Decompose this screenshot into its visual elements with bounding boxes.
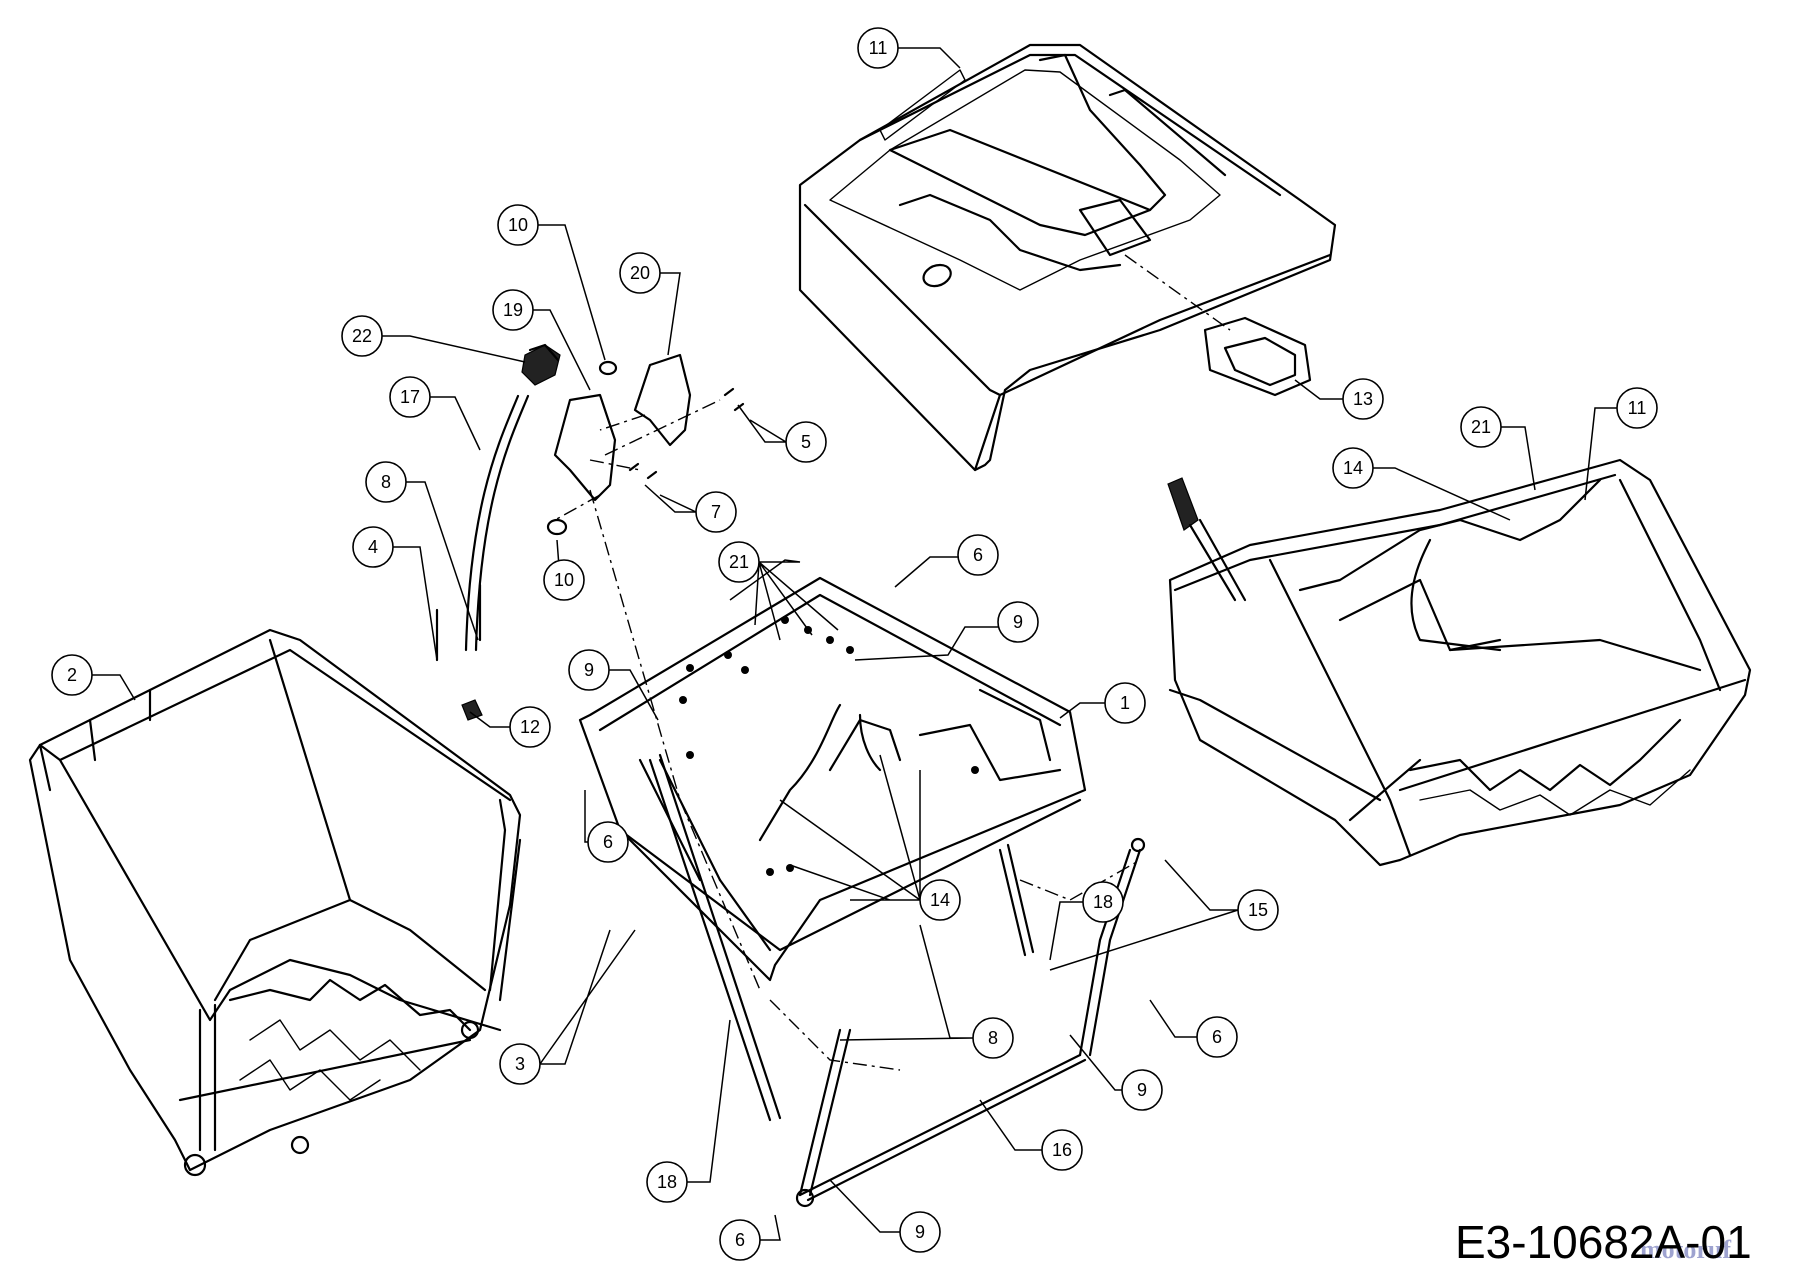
callout-8-lower: 8: [972, 1017, 1014, 1059]
callout-16: 16: [1041, 1129, 1083, 1171]
callout-7: 7: [695, 491, 737, 533]
callout-9-left: 9: [568, 649, 610, 691]
svg-text:21: 21: [1471, 417, 1491, 437]
svg-text:5: 5: [801, 432, 811, 452]
callout-3: 3: [499, 1043, 541, 1085]
callout-6-mid: 6: [587, 821, 629, 863]
svg-text:4: 4: [368, 537, 378, 557]
watermark-text: motoruf: [1640, 1235, 1731, 1264]
callout-9-right: 9: [997, 601, 1039, 643]
callout-8-upper: 8: [365, 461, 407, 503]
callout-10-lower: 10: [543, 559, 585, 601]
handle-tubes: [648, 753, 1146, 1208]
svg-text:18: 18: [1093, 892, 1113, 912]
callout-9-lower: 9: [1121, 1069, 1163, 1111]
svg-text:6: 6: [603, 832, 613, 852]
callout-14-right: 14: [1332, 447, 1374, 489]
svg-text:9: 9: [915, 1222, 925, 1242]
svg-text:9: 9: [1137, 1080, 1147, 1100]
svg-text:3: 3: [515, 1054, 525, 1074]
small-parts-group: [435, 343, 745, 721]
svg-text:7: 7: [711, 502, 721, 522]
svg-text:6: 6: [1212, 1027, 1222, 1047]
svg-text:17: 17: [400, 387, 420, 407]
svg-text:6: 6: [735, 1230, 745, 1250]
svg-text:21: 21: [729, 552, 749, 572]
callout-14-frame: 14: [919, 879, 961, 921]
svg-text:20: 20: [630, 263, 650, 283]
callout-5: 5: [785, 421, 827, 463]
callout-1: 1: [1104, 682, 1146, 724]
handle-insert: [1124, 254, 1312, 397]
callout-11-right: 11: [1616, 387, 1658, 429]
callout-19: 19: [492, 289, 534, 331]
svg-text:8: 8: [381, 472, 391, 492]
bag-frame: [578, 489, 1141, 1071]
callout-4: 4: [352, 526, 394, 568]
callout-11-lid: 11: [857, 27, 899, 69]
callout-20: 20: [619, 252, 661, 294]
callout-13: 13: [1342, 378, 1384, 420]
svg-text:9: 9: [584, 660, 594, 680]
callout-17: 17: [389, 376, 431, 418]
callout-15: 15: [1237, 889, 1279, 931]
grass-bag-fabric: [28, 628, 522, 1177]
svg-text:13: 13: [1353, 389, 1373, 409]
svg-text:10: 10: [554, 570, 574, 590]
svg-text:14: 14: [1343, 458, 1363, 478]
svg-text:8: 8: [988, 1028, 998, 1048]
svg-text:22: 22: [352, 326, 372, 346]
svg-text:11: 11: [869, 38, 888, 58]
callout-18-right: 18: [1082, 881, 1124, 923]
callout-12: 12: [509, 706, 551, 748]
callout-18-left: 18: [646, 1161, 688, 1203]
drawing-number: E3-10682A-01: [1455, 1216, 1752, 1268]
svg-text:9: 9: [1013, 612, 1023, 632]
svg-text:6: 6: [973, 545, 983, 565]
callout-21-frame: 21: [718, 541, 760, 583]
svg-text:16: 16: [1052, 1140, 1072, 1160]
callout-9-bottom: 9: [899, 1211, 941, 1253]
callout-2: 2: [51, 654, 93, 696]
callout-21-right: 21: [1460, 406, 1502, 448]
svg-text:12: 12: [520, 717, 540, 737]
svg-text:1: 1: [1120, 693, 1130, 713]
svg-text:18: 18: [657, 1172, 677, 1192]
svg-text:14: 14: [930, 890, 950, 910]
svg-text:11: 11: [1628, 398, 1647, 418]
callout-6-top: 6: [957, 534, 999, 576]
svg-text:2: 2: [67, 665, 77, 685]
callout-6-bottom: 6: [719, 1219, 761, 1261]
grass-bag-lid: [798, 43, 1337, 472]
svg-text:10: 10: [508, 215, 528, 235]
svg-text:19: 19: [503, 300, 523, 320]
assembled-grass-catcher: [1167, 458, 1752, 867]
callout-10-top: 10: [497, 204, 539, 246]
callout-22: 22: [341, 315, 383, 357]
svg-text:15: 15: [1248, 900, 1268, 920]
callout-6-right: 6: [1196, 1016, 1238, 1058]
